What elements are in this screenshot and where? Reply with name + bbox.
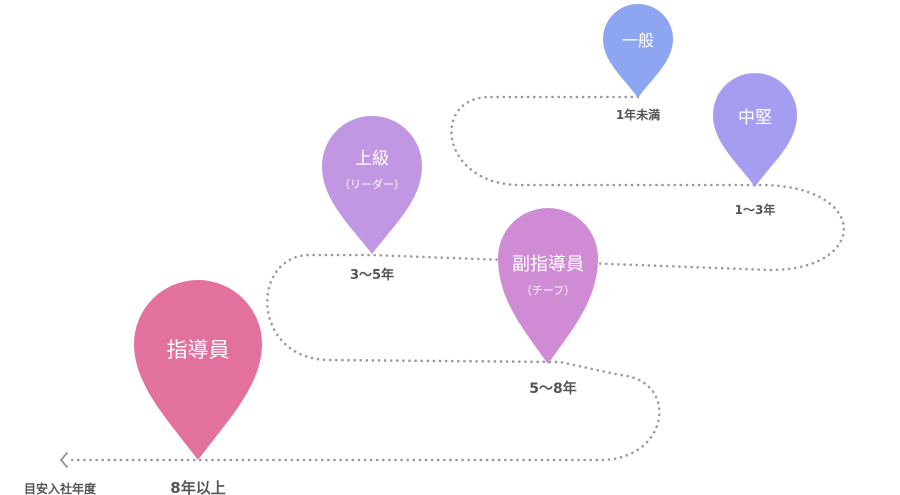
stage-title: 一般: [622, 31, 654, 50]
map-pin-icon: [321, 115, 423, 254]
arrow-left-icon: [59, 452, 68, 468]
stage-title: 上級: [355, 149, 389, 169]
stage-pin-chuken: 中堅: [713, 73, 797, 187]
career-path-line: [68, 95, 846, 462]
stage-subtitle: （チーフ）: [521, 284, 575, 297]
map-pin-icon: [713, 73, 797, 187]
map-pin-icon: [134, 280, 262, 460]
stage-years: 5～8年: [529, 380, 576, 397]
stage-years: 8年以上: [170, 479, 225, 495]
map-pin-icon: [498, 208, 598, 364]
stage-pin-joukyu: 上級 （リーダー）: [321, 115, 423, 254]
stage-years: 1～3年: [735, 202, 776, 217]
stage-pin-ippan: 一般: [603, 4, 673, 98]
axis-label: 目安入社年度: [24, 481, 97, 495]
stage-title: 指導員: [167, 338, 230, 362]
stage-years: 3～5年: [350, 267, 394, 283]
stage-subtitle: （リーダー）: [339, 177, 405, 191]
stage-pin-shidouin: 指導員: [134, 280, 262, 460]
stage-pin-fuku: 副指導員 （チーフ）: [498, 208, 598, 364]
stage-title: 副指導員: [512, 254, 584, 275]
stage-years: 1年未満: [616, 107, 660, 122]
map-pin-icon: [603, 4, 673, 98]
stage-title: 中堅: [738, 108, 772, 128]
